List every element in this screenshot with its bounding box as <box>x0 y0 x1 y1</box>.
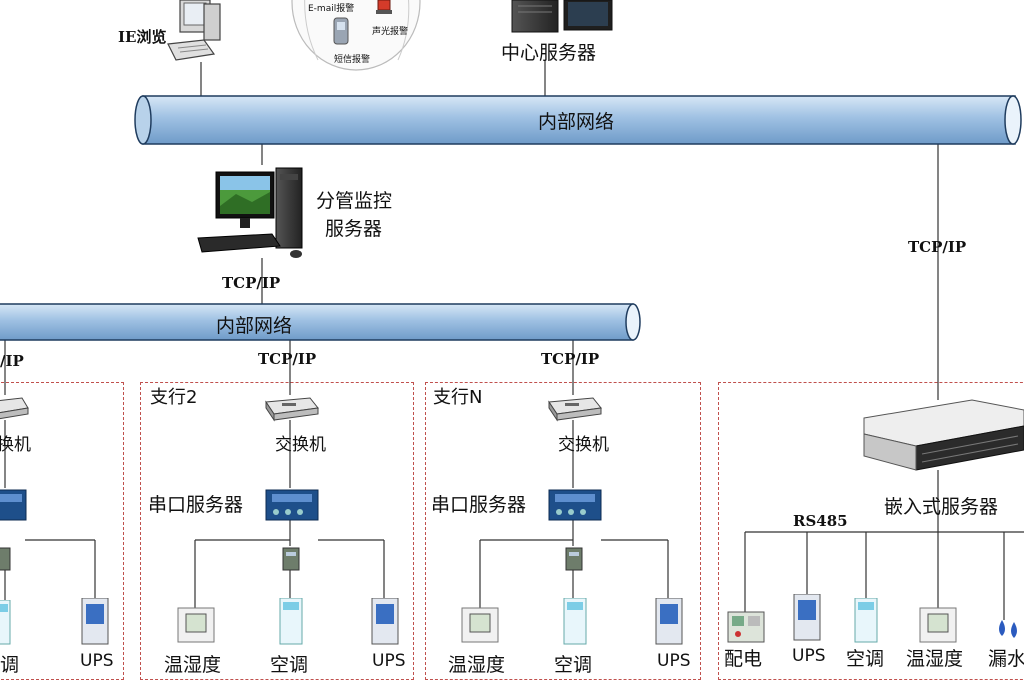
embedded-server-icon <box>862 396 1024 472</box>
upper-network-pipe <box>134 95 1022 145</box>
power-distribution-icon <box>726 610 766 644</box>
tcpip-label-group2: TCP/IP <box>258 350 317 368</box>
upper-network-label: 内部网络 <box>538 111 615 133</box>
device-label: 温湿度 <box>448 654 506 676</box>
device-label: 空调 <box>846 648 885 670</box>
phone-icon <box>333 17 349 45</box>
serial-server-label: 串口服务器 <box>431 494 527 516</box>
center-server-icon <box>510 0 614 34</box>
tcpip-label-branch: TCP/IP <box>222 274 281 292</box>
alarm-light-icon <box>376 0 392 14</box>
ups-icon <box>80 598 110 646</box>
temperature-humidity-sensor-icon <box>176 606 216 644</box>
embedded-server-label: 嵌入式服务器 <box>884 496 999 518</box>
serial-server-icon <box>545 486 605 526</box>
switch-icon <box>545 392 603 422</box>
group-title-branch-n: 支行N <box>433 387 483 408</box>
serial-server-label: 串口服务器 <box>148 494 244 516</box>
temperature-humidity-sensor-icon <box>918 606 958 644</box>
alarm-sms-label: 短信报警 <box>334 55 371 65</box>
ups-icon <box>370 598 400 646</box>
device-label: UPS <box>792 646 826 666</box>
temperature-humidity-sensor-icon <box>460 606 500 644</box>
ie-browse-label: IE浏览 <box>118 28 167 46</box>
tcpip-label-right: TCP/IP <box>908 238 967 256</box>
device-label: 温湿度 <box>906 648 964 670</box>
switch-label: 交换机 <box>558 435 609 455</box>
serial-server-icon <box>262 486 322 526</box>
air-conditioner-icon <box>562 598 588 646</box>
branch-monitor-computer-icon <box>196 166 311 262</box>
switch-icon <box>262 392 320 422</box>
converter-icon <box>280 546 302 572</box>
switch-label: 交换机 <box>275 435 326 455</box>
alarm-email-label: E-mail报警 <box>308 4 355 14</box>
water-leak-sensor-icon <box>994 618 1024 640</box>
air-conditioner-icon <box>0 600 12 646</box>
device-label: 空调 <box>270 654 309 676</box>
ups-icon <box>654 598 684 646</box>
device-label: UPS <box>657 651 691 671</box>
rs485-label: RS485 <box>793 512 848 530</box>
device-label: 温湿度 <box>164 654 222 676</box>
ups-icon <box>792 594 822 642</box>
device-label: 调 <box>0 654 20 676</box>
air-conditioner-icon <box>853 598 879 644</box>
converter-icon <box>0 546 14 572</box>
tcpip-label-left-partial: /IP <box>0 352 24 370</box>
lower-network-pipe <box>0 303 641 341</box>
group-title-branch-2: 支行2 <box>150 387 198 408</box>
switch-label-left: 交换机 <box>0 435 31 455</box>
device-label: 空调 <box>554 654 593 676</box>
lower-network-label: 内部网络 <box>216 315 293 337</box>
ie-computer-icon <box>160 0 230 64</box>
alarm-sound-label: 声光报警 <box>372 27 409 37</box>
air-conditioner-icon <box>278 598 304 646</box>
converter-icon <box>563 546 585 572</box>
device-label: 配电 <box>724 648 763 670</box>
switch-icon <box>0 392 30 422</box>
alarm-circle <box>288 0 426 78</box>
branch-monitor-label-1: 分管监控 <box>316 190 393 212</box>
serial-server-icon <box>0 486 28 524</box>
branch-monitor-label-2: 服务器 <box>325 218 383 240</box>
center-server-label: 中心服务器 <box>501 42 597 64</box>
tcpip-label-groupn: TCP/IP <box>541 350 600 368</box>
device-label: UPS <box>372 651 406 671</box>
device-label: 漏水 <box>988 648 1024 670</box>
device-label: UPS <box>80 651 114 671</box>
